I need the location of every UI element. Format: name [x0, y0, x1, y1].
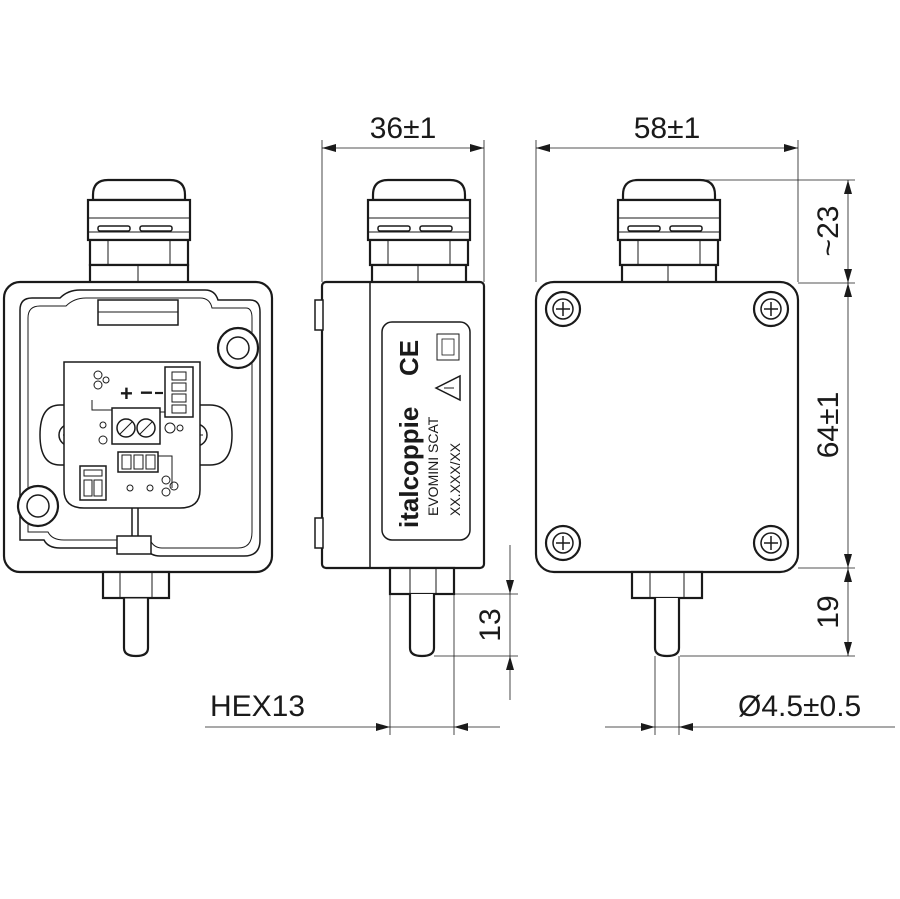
- mounting-ears: [16, 326, 260, 528]
- front-housing: [534, 280, 800, 574]
- ce-mark: CE: [394, 340, 424, 376]
- screw-icon: [752, 524, 790, 562]
- dim-side-width: 36±1: [370, 112, 437, 145]
- screw-icon: [752, 290, 790, 328]
- product-label: italcoppie EVOMINI SCAT XX.XXX/XX CE: [381, 321, 471, 541]
- terminal-block: [111, 407, 161, 445]
- probe-left: [101, 570, 171, 658]
- dim-front-width: 58±1: [634, 112, 701, 145]
- brand-name: italcoppie: [394, 407, 424, 528]
- side-view: italcoppie EVOMINI SCAT XX.XXX/XX CE: [314, 178, 486, 658]
- dim-probe-diameter: Ø4.5±0.5: [738, 690, 861, 723]
- minus-terminal-label: −: [140, 380, 153, 405]
- plus-terminal-label: +: [120, 381, 133, 406]
- dim-hex: HEX13: [210, 690, 305, 723]
- dimension-lines: [205, 140, 895, 735]
- dim-body-height: 64±1: [812, 392, 845, 459]
- model-code: XX.XXX/XX: [447, 442, 463, 516]
- warning-icon: [434, 374, 461, 402]
- model-name: EVOMINI SCAT: [425, 416, 441, 516]
- open-enclosure-view: + −: [2, 178, 274, 658]
- dim-gland-height: ~23: [812, 206, 845, 257]
- screw-icon: [544, 290, 582, 328]
- pcb-board: + −: [63, 361, 201, 536]
- weee-icon: [436, 333, 460, 361]
- signal-connector: [164, 366, 194, 418]
- dim-probe-front: 19: [812, 595, 845, 628]
- probe-side: [388, 566, 456, 658]
- probe-front: [630, 570, 704, 658]
- dimension-labels: 36±1 58±1 ~23 64±1 19 13 HEX13 Ø4.5±0.5: [210, 112, 861, 723]
- cable-gland-side: [366, 178, 472, 285]
- front-view: [534, 178, 800, 658]
- dim-probe-side: 13: [474, 608, 507, 641]
- cable-gland-left: [86, 178, 192, 285]
- lid-screws: [544, 290, 790, 562]
- cable-gland-front: [616, 178, 722, 285]
- screw-icon: [544, 524, 582, 562]
